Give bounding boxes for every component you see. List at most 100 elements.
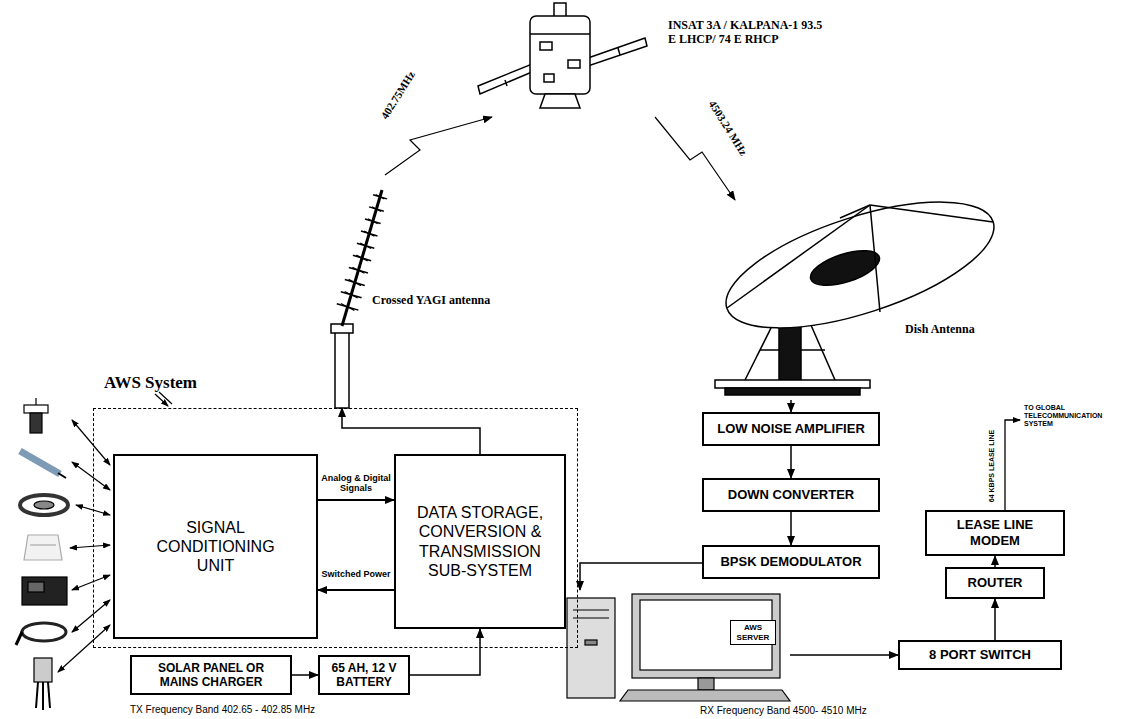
dish-antenna: Dish Antenna — [700, 200, 1000, 400]
sensor-arrows-part — [72, 462, 110, 490]
computer-part — [573, 617, 609, 618]
box-label: SIGNAL CONDITIONING UNIT — [141, 518, 291, 576]
satellite — [478, 3, 647, 108]
sensor-icons-part — [16, 632, 22, 645]
satellite-part — [530, 16, 590, 94]
connector-arrow — [410, 629, 480, 675]
box-label: DOWN CONVERTER — [728, 487, 854, 503]
sensor-icons-part — [24, 405, 48, 413]
server-computer: AWS SERVER — [565, 590, 790, 705]
aws-pointer — [155, 392, 172, 406]
connector-arrow — [580, 563, 702, 590]
connector-arrow — [790, 654, 898, 656]
sensor-icons-part — [36, 682, 38, 708]
box-label: ROUTER — [968, 575, 1023, 591]
process-box: ROUTER — [945, 567, 1045, 599]
yagi-antenna-part-part — [369, 207, 384, 211]
satellite-part — [478, 64, 532, 94]
yagi-antenna-part-part — [361, 231, 378, 236]
dish-antenna-part — [712, 176, 1008, 354]
sensor-icons-part — [30, 413, 42, 433]
satellite: INSAT 3A / KALPANA-1 93.5 E LHCP/ 74 E R… — [478, 2, 810, 117]
sensor-arrows-part — [58, 625, 110, 672]
yagi-antenna-part-part — [345, 291, 358, 298]
edge-label: Analog & Digital Signals — [319, 473, 393, 494]
process-box: SIGNAL CONDITIONING UNIT — [113, 454, 318, 639]
node-label: AWS SERVER — [730, 620, 776, 645]
yagi-antenna-part-part — [376, 195, 385, 199]
connector-arrow — [318, 589, 394, 591]
process-box: DATA STORAGE, CONVERSION & TRANSMISSION … — [394, 454, 566, 629]
sensor-icons-part — [35, 398, 36, 405]
yagi-antenna-part — [337, 195, 387, 311]
satellite-part — [554, 3, 566, 17]
dish-antenna-part — [715, 380, 870, 388]
note-label: 64 KBPS LEASE LINE — [988, 430, 996, 502]
computer — [567, 594, 790, 701]
edge-label: 402.75MHz — [377, 67, 418, 123]
connector-arrow — [994, 599, 996, 640]
yagi-antenna-part-part — [349, 279, 361, 285]
sensor-arrows — [58, 420, 110, 672]
sensor-icons-part — [42, 682, 44, 710]
sensor-icons-part — [48, 682, 50, 708]
aws-pointer-part — [159, 392, 172, 404]
sensor-icons-part — [34, 501, 54, 509]
yagi-antenna-part-part — [356, 255, 367, 261]
box-label: LEASE LINE MODEM — [945, 517, 1045, 548]
note-label: TO GLOBAL TELECOMMUNICATION SYSTEM — [1024, 404, 1118, 428]
yagi-antenna-part-part — [349, 267, 368, 273]
sensor-icons-part — [20, 451, 60, 474]
node-label: INSAT 3A / KALPANA-1 93.5 E LHCP/ 74 E R… — [668, 18, 826, 47]
connector-arrow — [318, 499, 394, 501]
aws-pointer-part — [155, 394, 168, 406]
process-box: 8 PORT SWITCH — [898, 640, 1062, 670]
satellite-part — [618, 48, 620, 55]
yagi-antenna-part-part — [368, 219, 378, 224]
box-label: 65 AH, 12 V BATTERY — [326, 661, 402, 690]
yagi-antenna-part-part — [364, 231, 374, 236]
box-label: SOLAR PANEL OR MAINS CHARGER — [138, 661, 284, 690]
sensor-icons-part — [34, 658, 52, 682]
satellite-part — [505, 80, 507, 86]
edge-label: 4503.24 MHz — [705, 97, 751, 160]
sensor-icons-part — [30, 544, 56, 545]
yagi-antenna-part-part — [365, 219, 381, 224]
process-box: BPSK DEMODULATOR — [702, 545, 880, 579]
computer-part — [573, 609, 609, 610]
sensor-icons-part — [24, 535, 62, 560]
dish-antenna-part — [725, 388, 860, 395]
connector-arrow — [790, 400, 792, 412]
lease-line-arrow — [1005, 420, 1020, 510]
yagi-antenna-part-part — [353, 255, 371, 260]
yagi-antenna-part-part — [373, 195, 387, 199]
yagi-antenna-part-part — [357, 243, 374, 248]
dish-antenna-part — [870, 205, 880, 312]
note-label: TX Frequency Band 402.65 - 402.85 MHz — [130, 704, 315, 716]
satellite-part — [540, 42, 552, 50]
lease-line-arrow-part — [1005, 420, 1020, 510]
yagi-antenna-part-part — [337, 304, 359, 310]
satellite-part — [530, 33, 590, 35]
process-box: LEASE LINE MODEM — [925, 510, 1065, 556]
yagi-antenna: Crossed YAGI antenna — [300, 175, 530, 408]
yagi-antenna-part-part — [341, 292, 362, 298]
computer-part — [698, 678, 714, 690]
process-box: LOW NOISE AMPLIFIER — [702, 412, 880, 446]
sensor-icons-part — [28, 582, 44, 592]
computer-part — [620, 690, 790, 701]
node-label: Dish Antenna — [905, 322, 995, 336]
dish-antenna-part — [727, 205, 870, 308]
dish-antenna-part — [806, 244, 883, 293]
box-label: BPSK DEMODULATOR — [720, 554, 861, 570]
connector-arrow — [790, 512, 792, 545]
dish-antenna-part — [840, 205, 870, 218]
system-boundary: AWS SystemSIGNAL CONDITIONING UNITDATA S… — [93, 408, 578, 648]
connector-arrow — [790, 446, 792, 478]
yagi-antenna-part-part — [341, 304, 355, 311]
satellite-part — [568, 60, 580, 68]
dish-antenna-part — [870, 205, 993, 222]
sensor-arrows-part — [72, 600, 110, 632]
node-label: AWS System — [104, 373, 304, 393]
yagi-antenna-part — [335, 332, 349, 408]
